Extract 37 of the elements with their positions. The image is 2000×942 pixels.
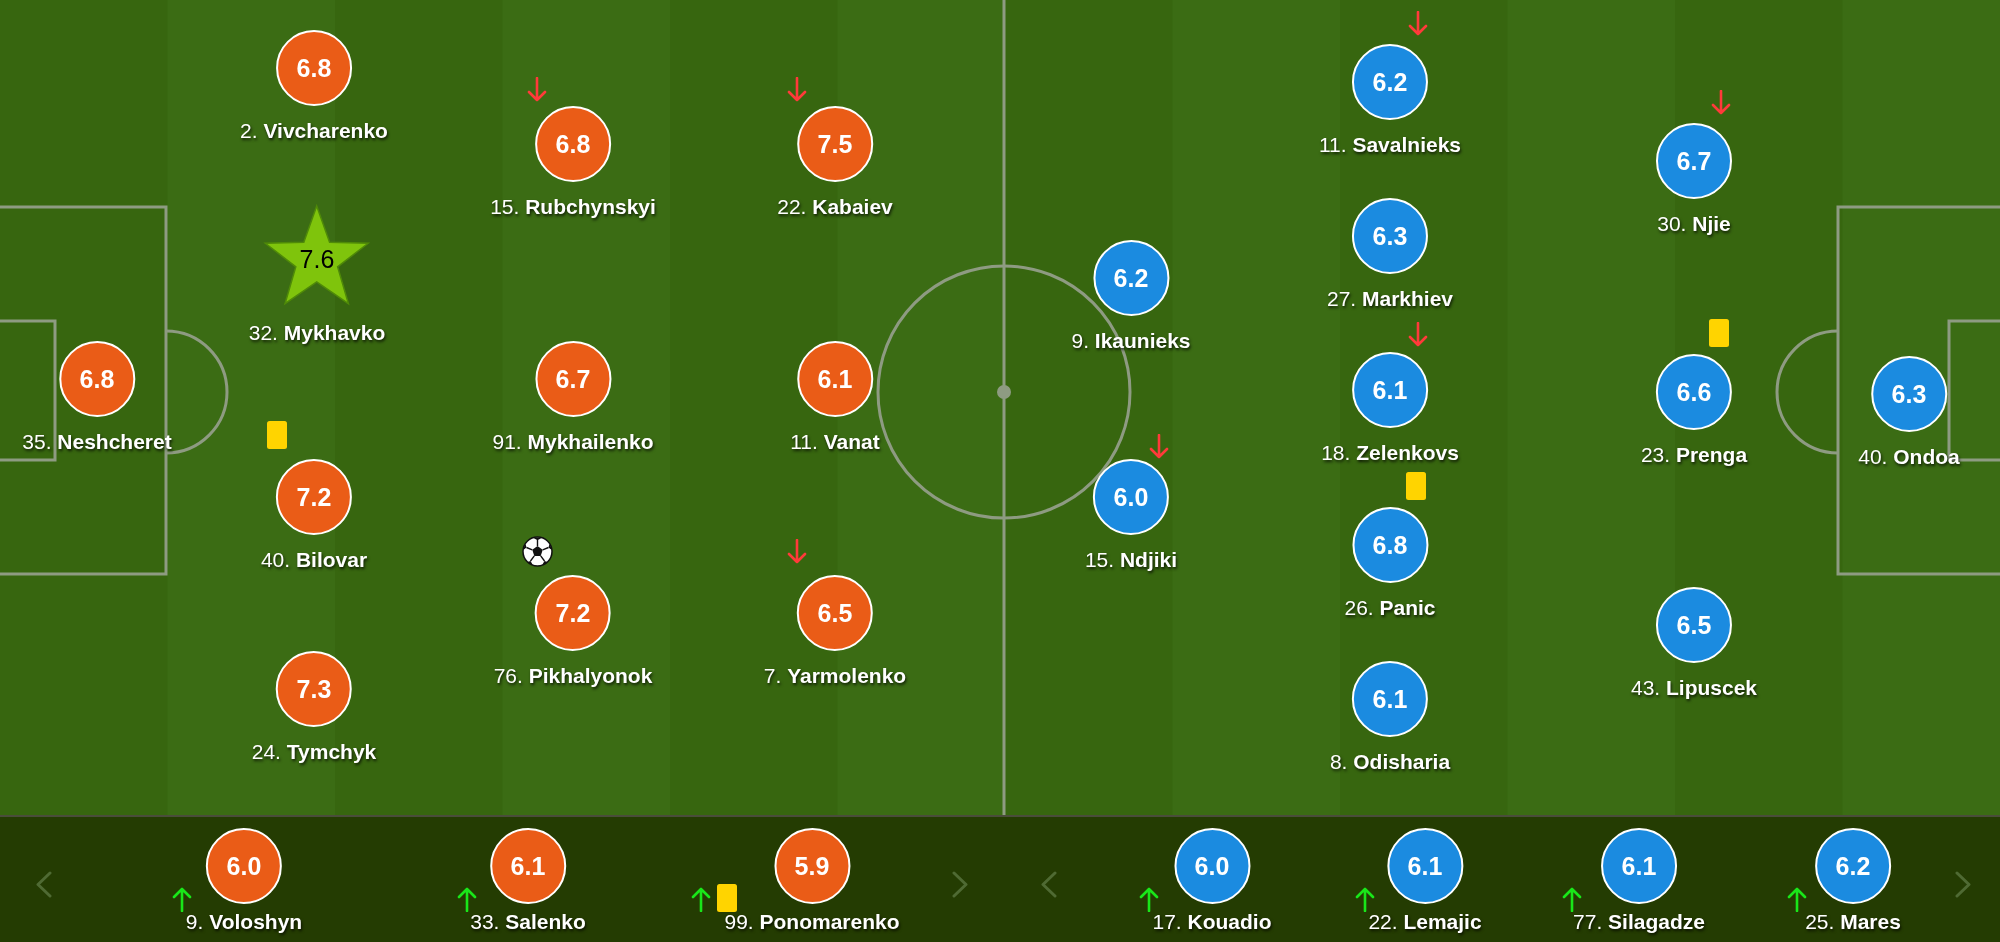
player-name: 11. Savalnieks — [1318, 133, 1462, 157]
player-name: 26. Panic — [1344, 596, 1436, 620]
player-name: 2. Vivcharenko — [240, 119, 388, 143]
player-name: 91. Mykhailenko — [492, 430, 654, 454]
player-name: 35. Neshcheret — [22, 430, 172, 454]
player-name: 40. Ondoa — [1858, 445, 1960, 469]
player-name: 24. Tymchyk — [251, 740, 377, 764]
player-name: 22. Lemajic — [1368, 910, 1482, 934]
player-name: 15. Ndjiki — [1084, 548, 1178, 572]
player-name: 30. Njie — [1657, 212, 1731, 236]
player-name: 43. Lipuscek — [1630, 676, 1758, 700]
player-name: 15. Rubchynskyi — [490, 195, 656, 219]
rating-circle: 6.1 — [490, 828, 566, 904]
rating-circle: 6.1 — [1601, 828, 1677, 904]
player-name: 99. Ponomarenko — [724, 910, 900, 934]
player-name: 17. Kouadio — [1152, 910, 1272, 934]
player-name: 9. Ikaunieks — [1071, 329, 1191, 353]
player-name: 25. Mares — [1805, 910, 1901, 934]
rating-circle: 5.9 — [774, 828, 850, 904]
rating-circle: 6.1 — [1387, 828, 1463, 904]
player-name: 8. Odisharia — [1329, 750, 1451, 774]
player-name: 23. Prenga — [1640, 443, 1748, 467]
player-name: 22. Kabaiev — [777, 195, 893, 219]
player-name: 9. Voloshyn — [185, 910, 303, 934]
player-name: 27. Markhiev — [1326, 287, 1454, 311]
player-name: 77. Silagadze — [1573, 910, 1705, 934]
player-name: 33. Salenko — [470, 910, 586, 934]
rating-star: 7.6 — [262, 204, 372, 308]
rating-circle: 6.0 — [206, 828, 282, 904]
player-name: 40. Bilovar — [260, 548, 368, 572]
player-name: 76. Pikhalyonok — [493, 664, 653, 688]
player-name: 32. Mykhavko — [248, 321, 386, 345]
rating-circle: 6.0 — [1174, 828, 1250, 904]
player-name: 7. Yarmolenko — [763, 664, 907, 688]
rating-circle: 6.2 — [1815, 828, 1891, 904]
player-name: 18. Zelenkovs — [1321, 441, 1459, 465]
player-name: 11. Vanat — [790, 430, 880, 454]
